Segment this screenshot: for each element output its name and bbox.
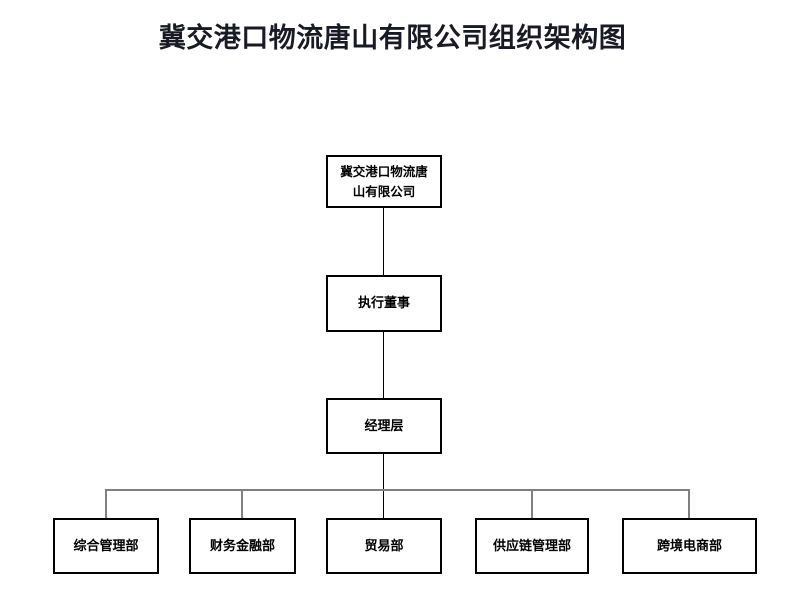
org-node-management-layer[interactable]: 经理层 — [326, 398, 442, 454]
org-node-executive-director[interactable]: 执行董事 — [326, 275, 442, 332]
org-node-general-management-department-label: 综合管理部 — [73, 538, 139, 554]
org-node-cross-border-ecommerce-department[interactable]: 跨境电商部 — [622, 518, 757, 574]
connector-management-layer-to-trade-department — [383, 454, 384, 518]
connector-drop-to-finance-department — [241, 489, 243, 518]
org-node-management-layer-label: 经理层 — [364, 418, 404, 434]
org-node-company-label: 冀交港口物流唐 山有限公司 — [340, 163, 428, 199]
org-node-trade-department[interactable]: 贸易部 — [326, 518, 442, 574]
connector-drop-to-supply-chain-department — [531, 489, 533, 518]
org-node-supply-chain-department-label: 供应链管理部 — [492, 538, 571, 554]
org-node-general-management-department[interactable]: 综合管理部 — [53, 518, 159, 574]
org-node-executive-director-label: 执行董事 — [357, 296, 410, 311]
connector-drop-to-cross-border-ecommerce-department — [688, 489, 690, 518]
connector-horizontal-bus — [106, 489, 690, 491]
connector-drop-to-general-management-department — [105, 489, 107, 518]
org-node-trade-department-label: 贸易部 — [364, 538, 404, 554]
connector-company-to-executive-director — [383, 208, 384, 275]
org-node-finance-department-label: 财务金融部 — [209, 538, 275, 554]
page-title: 冀交港口物流唐山有限公司组织架构图 — [158, 23, 627, 54]
org-node-cross-border-ecommerce-department-label: 跨境电商部 — [656, 538, 722, 554]
connector-executive-director-to-management-layer — [383, 332, 384, 398]
org-node-supply-chain-department[interactable]: 供应链管理部 — [475, 518, 589, 574]
org-node-finance-department[interactable]: 财务金融部 — [189, 518, 296, 574]
org-node-company[interactable]: 冀交港口物流唐 山有限公司 — [326, 155, 442, 208]
